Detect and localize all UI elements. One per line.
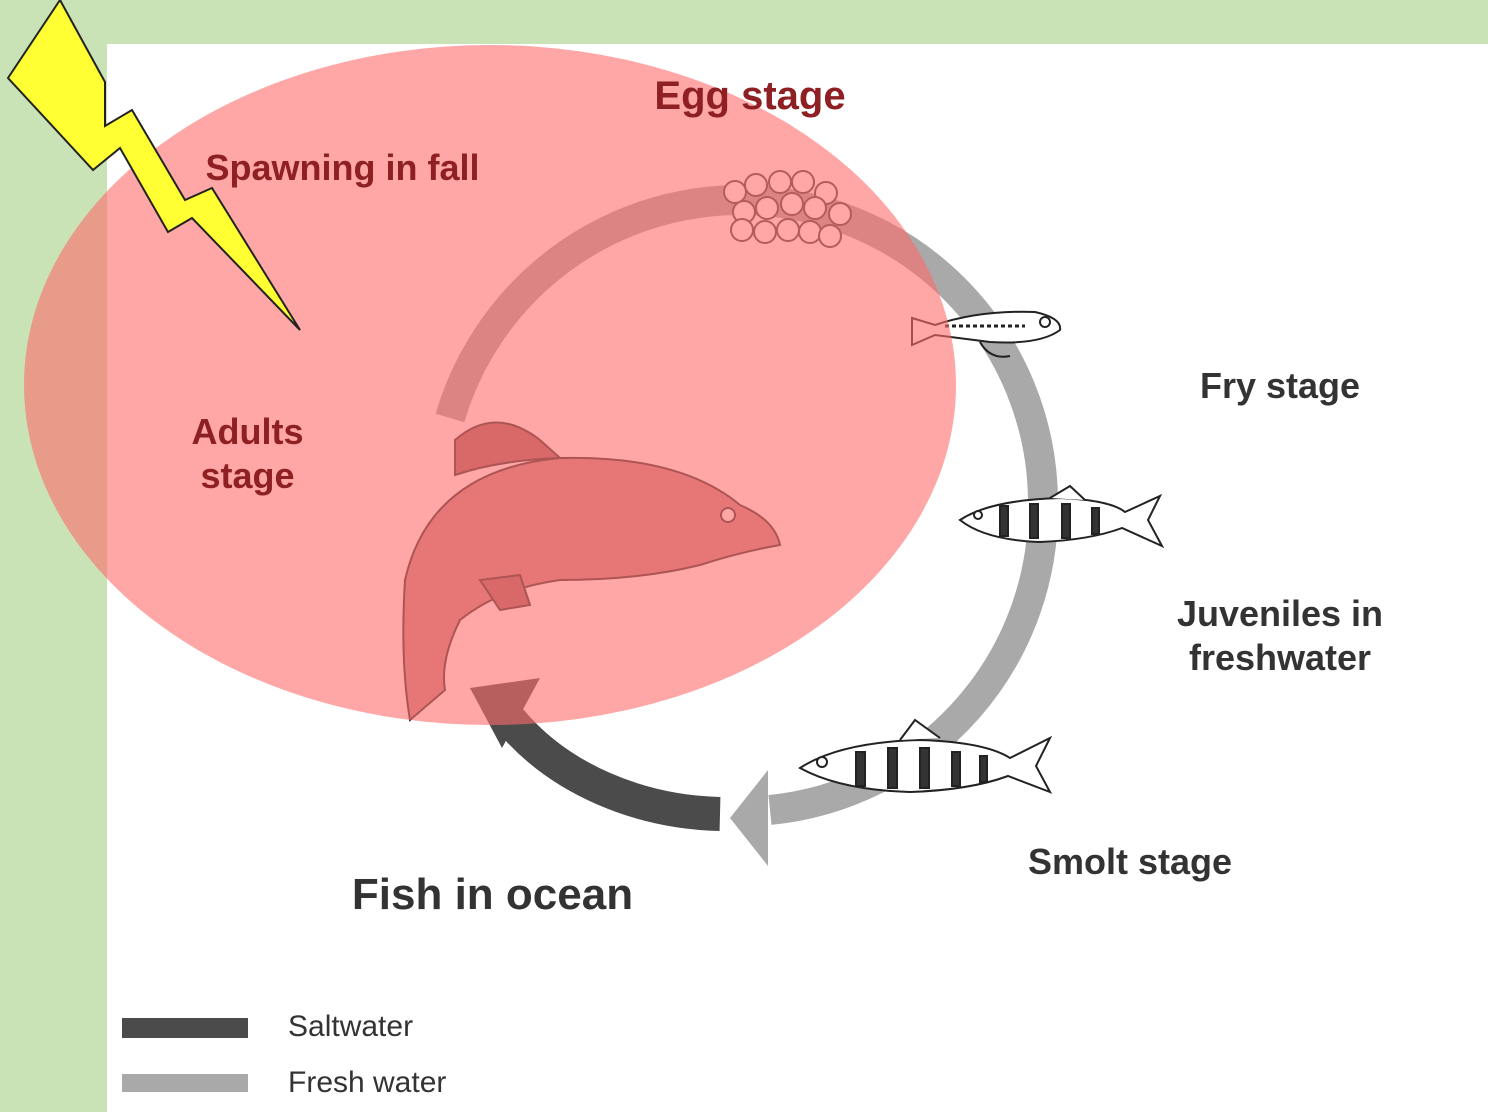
label-smolt-stage: Smolt stage xyxy=(990,840,1270,884)
label-egg-stage: Egg stage xyxy=(610,72,890,121)
label-fish-in-ocean: Fish in ocean xyxy=(320,868,665,922)
legend-label-fresh-water: Fresh water xyxy=(288,1066,446,1100)
highlight-ellipse xyxy=(24,45,956,725)
legend-swatch-saltwater xyxy=(122,1018,248,1038)
smolt-fish-icon xyxy=(800,720,1050,792)
freshwater-arrowhead xyxy=(730,770,768,866)
label-fry-stage: Fry stage xyxy=(1160,364,1400,408)
juvenile-fish-icon xyxy=(960,486,1162,546)
legend-label-saltwater: Saltwater xyxy=(288,1010,413,1044)
label-juveniles: Juveniles in freshwater xyxy=(1130,592,1430,680)
label-adults-stage: Adults stage xyxy=(155,410,340,498)
saltwater-arc xyxy=(510,720,720,814)
legend-swatch-fresh-water xyxy=(122,1074,248,1092)
label-spawning: Spawning in fall xyxy=(205,146,480,190)
